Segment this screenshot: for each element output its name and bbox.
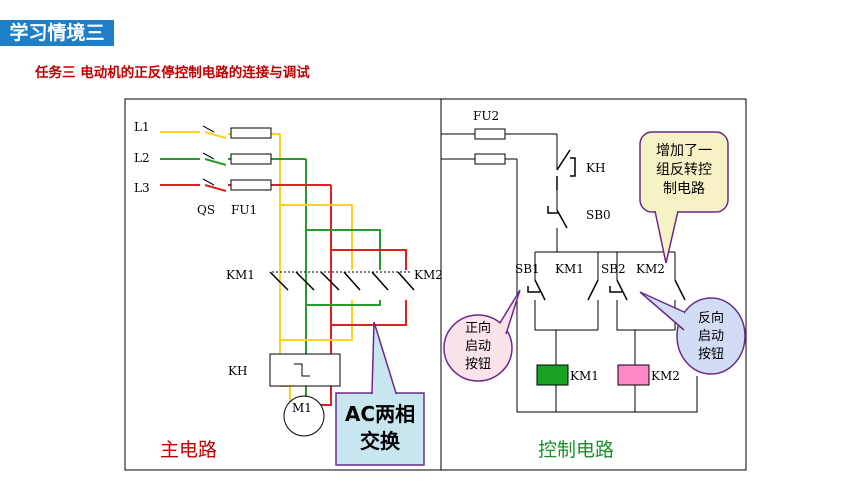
motor-m1 — [283, 395, 325, 437]
section-badge: 学习情境三 — [0, 20, 114, 46]
callout-forward-line3: 按钮 — [464, 357, 491, 372]
callout-reverse-ellipse — [676, 297, 746, 375]
label-l1: L1 — [134, 120, 150, 134]
callout-added-line1: 增加了一 — [656, 143, 712, 159]
label-l2: L2 — [134, 151, 150, 165]
callout-reverse-line3: 按钮 — [697, 347, 724, 362]
callout-added-line2: 组反转控 — [656, 162, 712, 178]
callout-added-box — [639, 131, 729, 213]
label-kh-main: KH — [228, 364, 248, 378]
label-km1-main: KM1 — [226, 268, 255, 282]
switch-qs — [202, 125, 215, 186]
callout-ac-swap: AC两相 交换 — [336, 401, 424, 455]
fuse-fu2 — [474, 128, 506, 165]
label-l3: L3 — [134, 181, 150, 195]
main-circuit-title: 主电路 — [160, 439, 218, 461]
callout-forward: 正向 启动 按钮 — [444, 320, 512, 374]
label-qs: QS — [197, 203, 216, 217]
km2-feed-red — [331, 249, 407, 326]
label-kh-control: KH — [586, 161, 606, 175]
km-contacts — [269, 271, 415, 291]
sb0-button — [547, 206, 568, 229]
callout-reverse-line2: 启动 — [697, 329, 724, 344]
label-fu2: FU2 — [473, 109, 500, 123]
label-m1: M1 — [292, 401, 312, 415]
label-coil-km2: KM2 — [651, 369, 680, 383]
start-contacts — [527, 279, 686, 301]
callout-reverse-line1: 反向 — [697, 311, 724, 326]
page-subtitle: 任务三 电动机的正反停控制电路的连接与调试 — [35, 65, 310, 81]
callout-forward-line2: 启动 — [464, 339, 491, 354]
callout-added-line3: 制电路 — [663, 181, 705, 197]
callout-added: 增加了一 组反转控 制电路 — [640, 142, 728, 199]
km2-feed-green — [306, 229, 381, 306]
label-fu1: FU1 — [231, 203, 258, 217]
callout-ac-swap-line2: 交换 — [360, 429, 400, 453]
callout-reverse: 反向 启动 按钮 — [677, 310, 745, 364]
callout-forward-line1: 正向 — [464, 321, 491, 336]
kh-contact — [556, 149, 576, 190]
control-circuit-title: 控制电路 — [538, 439, 615, 461]
control-circuit-frame — [440, 98, 747, 471]
label-km2-main: KM2 — [414, 268, 443, 282]
label-km1-control: KM1 — [555, 262, 584, 276]
coil-km1 — [536, 364, 569, 386]
km2-feed-yellow — [280, 204, 353, 341]
label-sb0: SB0 — [586, 208, 611, 222]
label-sb1: SB1 — [515, 262, 540, 276]
label-coil-km1: KM1 — [570, 369, 599, 383]
control-wires — [441, 133, 698, 413]
coil-km2 — [617, 364, 650, 386]
label-sb2: SB2 — [601, 262, 626, 276]
callout-ac-swap-line1: AC两相 — [344, 402, 416, 426]
fuse-fu1 — [230, 127, 272, 191]
thermal-relay-kh — [269, 353, 341, 387]
callout-forward-ellipse — [443, 314, 513, 382]
label-km2-control: KM2 — [636, 262, 665, 276]
